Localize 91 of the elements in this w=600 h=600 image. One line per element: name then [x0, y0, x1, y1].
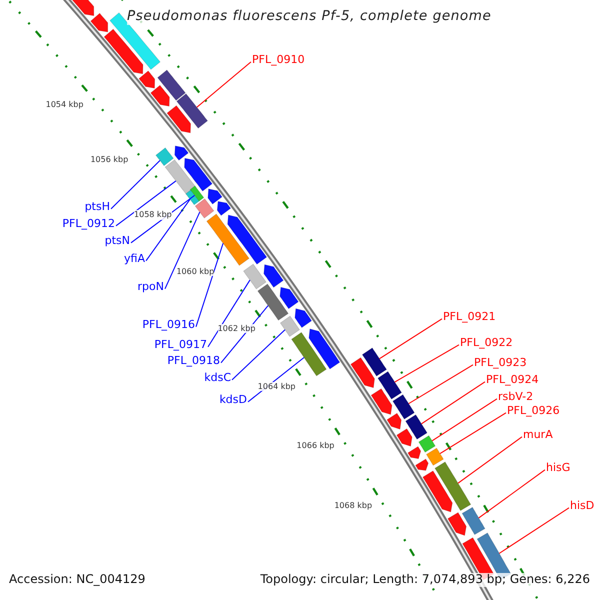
leader-line [232, 329, 286, 380]
gene-label: PFL_0922 [460, 337, 513, 350]
scale-label: 1060 kbp [176, 266, 214, 276]
leader-line [408, 364, 474, 404]
gene-bar [426, 448, 444, 466]
gene-label: PFL_0918 [167, 355, 220, 368]
leader-line [432, 398, 498, 442]
gene-block [216, 201, 232, 216]
gene-bar [392, 394, 415, 420]
leader-line [116, 180, 176, 226]
leader-line [440, 412, 506, 454]
gene-label: hisD [570, 500, 594, 513]
leader-line [130, 194, 196, 244]
gene-block [166, 105, 191, 134]
gene-block [208, 188, 223, 205]
gene-bar [280, 316, 300, 337]
gene-bar [206, 214, 250, 266]
gene-block [447, 512, 467, 536]
scale-label: 1054 kbp [46, 100, 84, 110]
gene-bar [164, 159, 197, 196]
scale-label: 1056 kbp [90, 154, 128, 164]
gene-bar [362, 347, 388, 377]
gene-bar [291, 332, 327, 376]
leader-line [110, 160, 160, 210]
leader-line [164, 212, 200, 290]
gene-label: PFL_0923 [474, 357, 527, 370]
gene-label: PFL_0924 [486, 374, 539, 387]
accession-text: Accession: NC_004129 [9, 573, 146, 587]
leader-line [208, 280, 250, 348]
gene-block [407, 446, 422, 460]
gene-label: PFL_0917 [154, 339, 207, 352]
gene-block [104, 28, 144, 74]
leader-line [378, 318, 442, 360]
gene-block [138, 70, 156, 89]
leader-line [478, 469, 546, 518]
gene-block [90, 12, 108, 32]
gene-bar [462, 506, 486, 536]
gene-bar [418, 435, 436, 453]
title: Pseudomonas fluorescens Pf-5, complete genome [127, 9, 492, 25]
scale-label: 1064 kbp [258, 382, 296, 392]
scale-label: 1066 kbp [296, 440, 334, 450]
gene-block [350, 357, 375, 388]
gene-block [396, 428, 412, 447]
gene-block [415, 458, 429, 471]
gene-label: ptsH [84, 201, 110, 214]
gene-bar [243, 264, 267, 290]
gene-block [308, 328, 340, 370]
gene-block [280, 286, 299, 310]
gene-bar [257, 284, 289, 321]
gene-bar [434, 461, 472, 511]
leader-line [196, 61, 252, 108]
gene-bar [194, 198, 214, 219]
gene-bar [378, 371, 402, 400]
leader-line [420, 381, 486, 424]
leader-line [394, 344, 460, 383]
gene-block [422, 470, 453, 512]
scale-label: 1068 kbp [334, 500, 372, 510]
gene-label: ptsN [104, 235, 130, 248]
gene-label: PFL_0912 [62, 218, 115, 231]
gene-label: kdsD [219, 394, 247, 407]
gene-label: hisG [546, 462, 570, 475]
gene-block [264, 264, 284, 288]
gene-bar [190, 185, 204, 202]
gene-bar [405, 414, 428, 440]
gene-block [174, 146, 189, 161]
gene-block [150, 84, 170, 107]
leader-line [458, 436, 522, 484]
gene-label: PFL_0916 [142, 319, 195, 332]
gene-bar [155, 147, 174, 166]
gene-label: PFL_0926 [507, 405, 560, 418]
gene-label: murA [523, 429, 553, 442]
leader-line [196, 242, 224, 328]
gene-label: rpoN [138, 281, 164, 294]
gene-block [184, 158, 213, 192]
gene-bar [157, 70, 186, 101]
gene-bar [176, 93, 208, 129]
genome-summary-text: Topology: circular; Length: 7,074,893 bp; Genes: 6,226 [260, 573, 590, 587]
scale-label: 1058 kbp [134, 210, 172, 220]
leader-line [220, 305, 269, 364]
gene-label: yfiA [124, 253, 145, 266]
scale-label: 1062 kbp [218, 324, 256, 334]
gene-label: rsbV-2 [498, 391, 534, 404]
gene-block [370, 388, 392, 415]
gene-block [386, 412, 402, 430]
gene-bar [185, 190, 200, 206]
gene-label: PFL_0910 [252, 54, 305, 67]
gene-label: PFL_0921 [443, 311, 496, 324]
gene-block [227, 214, 268, 265]
gene-block [294, 308, 312, 328]
gene-label: kdsC [204, 372, 231, 385]
leader-line [146, 198, 191, 262]
